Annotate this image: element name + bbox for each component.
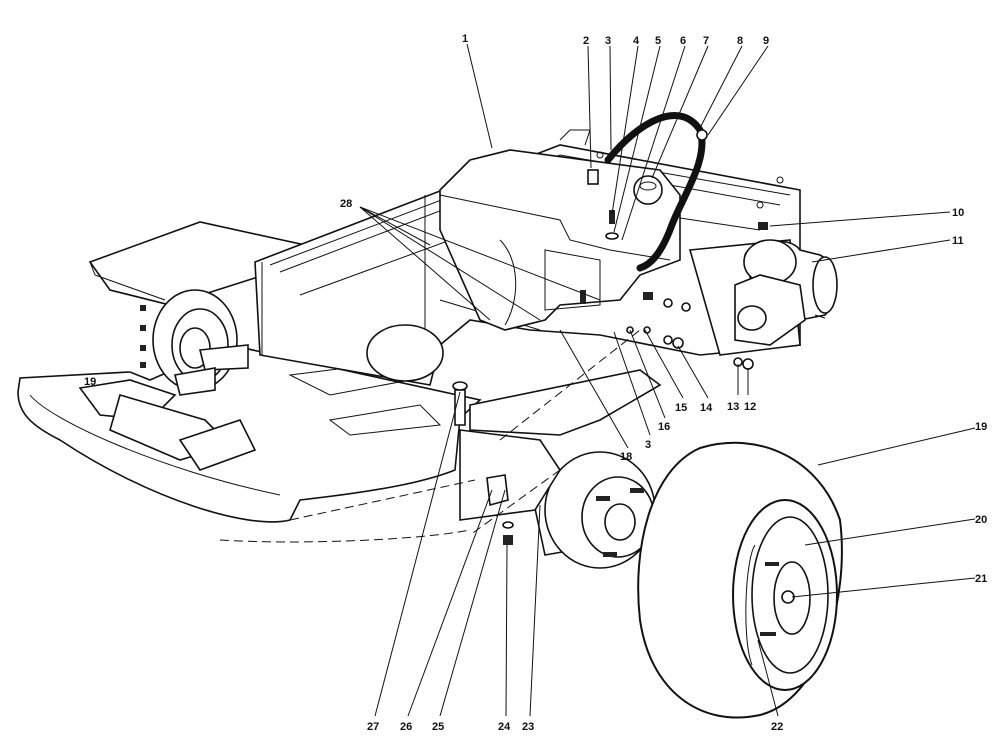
assembly-line-4 [219,529,471,543]
tire-assembly [637,441,843,719]
callout-9: 9 [763,35,769,47]
callout-25: 25 [432,721,444,733]
pump-assembly [734,222,838,346]
callout-19: 19 [975,421,987,433]
callout-26: 26 [400,721,412,733]
front-deck-plate: 19 [17,221,482,523]
axle-bracket [452,369,662,545]
callout-22: 22 [771,721,783,733]
callout-21: 21 [975,573,987,585]
callout-20: 20 [975,514,987,526]
callout-labels: 1 2 3 4 5 6 7 8 9 10 11 12 13 14 15 16 3… [340,33,987,733]
callout-27: 27 [367,721,379,733]
callout-18: 18 [620,451,632,463]
callout-13: 13 [727,401,739,413]
leader-lines [359,43,976,717]
assembly-line-3 [469,469,561,536]
callout-28: 28 [340,198,352,210]
callout-14: 14 [700,402,713,414]
callout-12: 12 [744,401,756,413]
callout-5: 5 [655,35,661,47]
callout-8: 8 [737,35,743,47]
callout-10: 10 [952,207,964,219]
callout-plate-label: 19 [84,376,96,388]
callout-24: 24 [498,721,511,733]
callout-11: 11 [952,235,964,247]
callout-3b: 3 [645,439,651,451]
fuel-hose [604,112,706,272]
callout-2: 2 [583,35,589,47]
callout-23: 23 [522,721,534,733]
left-wheel-hub [140,289,249,396]
callout-6: 6 [680,35,686,47]
fuel-tank [439,149,681,331]
assembly-line-1 [289,479,476,521]
callout-16: 16 [658,421,670,433]
hose-clamp [696,129,708,141]
assembly-line-2 [499,329,641,441]
callout-4: 4 [633,35,640,47]
callout-15: 15 [675,402,687,414]
callout-3: 3 [605,35,611,47]
callout-7: 7 [703,35,709,47]
tank-fasteners [580,210,653,304]
callout-1: 1 [462,33,468,45]
